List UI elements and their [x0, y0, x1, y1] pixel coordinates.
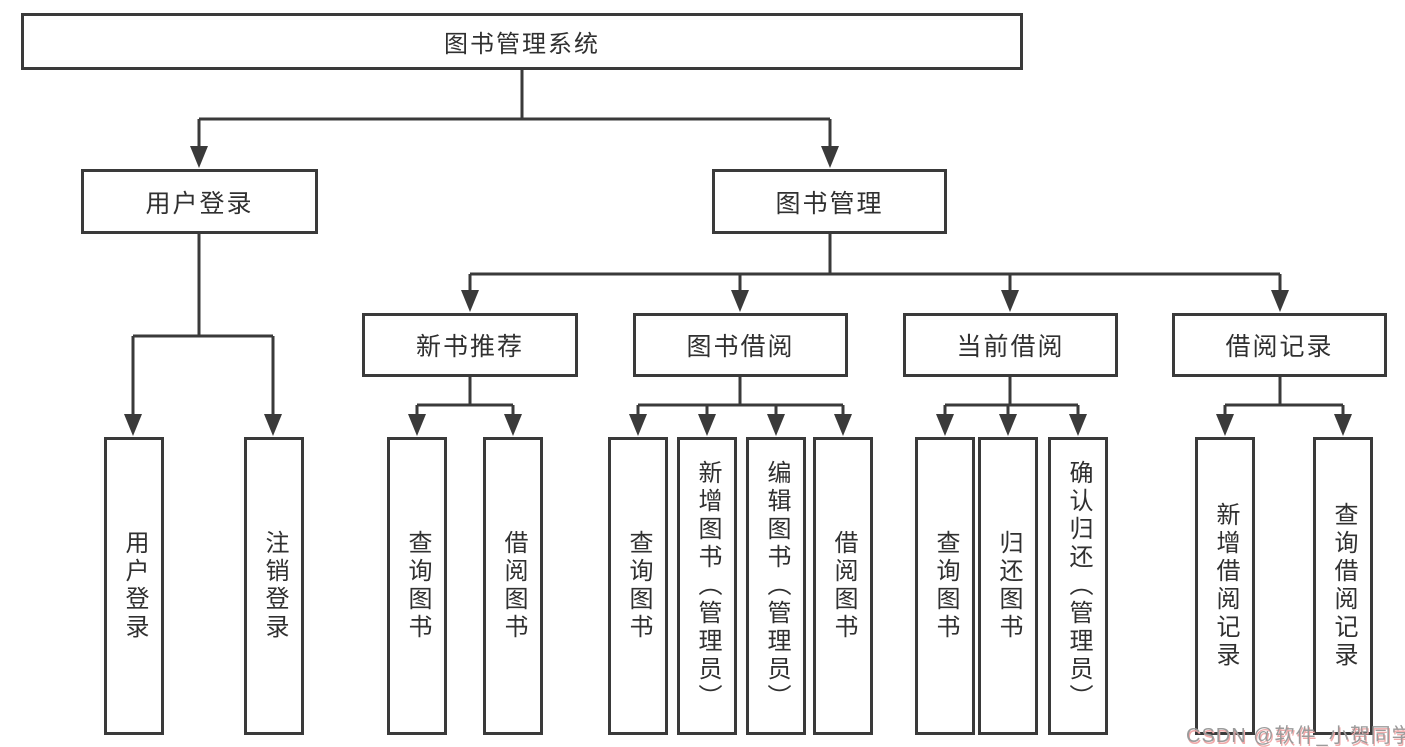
node-new-book-recommendation: 新书推荐	[362, 313, 578, 377]
leaf-add-borrow-record: 新增借阅记录	[1195, 437, 1255, 735]
root-node-library-system: 图书管理系统	[21, 13, 1023, 70]
leaf-borrow-books-borrowing: 借阅图书	[813, 437, 873, 735]
leaf-add-book-admin: 新增图书（管理员）	[677, 437, 737, 735]
node-user-login: 用户登录	[81, 169, 318, 234]
leaf-query-books-borrowing: 查询图书	[608, 437, 668, 735]
leaf-query-books-current: 查询图书	[915, 437, 975, 735]
leaf-edit-book-admin: 编辑图书（管理员）	[746, 437, 806, 735]
node-book-management: 图书管理	[712, 169, 947, 234]
leaf-logout: 注销登录	[244, 437, 304, 735]
leaf-confirm-return-admin: 确认归还（管理员）	[1048, 437, 1108, 735]
leaf-query-borrow-record: 查询借阅记录	[1313, 437, 1373, 735]
leaf-query-books-recommend: 查询图书	[387, 437, 447, 735]
node-borrowing-records: 借阅记录	[1172, 313, 1387, 377]
leaf-borrow-books-recommend: 借阅图书	[483, 437, 543, 735]
csdn-watermark: CSDN @软件_小贺同学	[1186, 725, 1405, 747]
leaf-return-book: 归还图书	[978, 437, 1038, 735]
node-current-borrowing: 当前借阅	[903, 313, 1118, 377]
leaf-user-login: 用户登录	[104, 437, 164, 735]
node-book-borrowing: 图书借阅	[633, 313, 848, 377]
